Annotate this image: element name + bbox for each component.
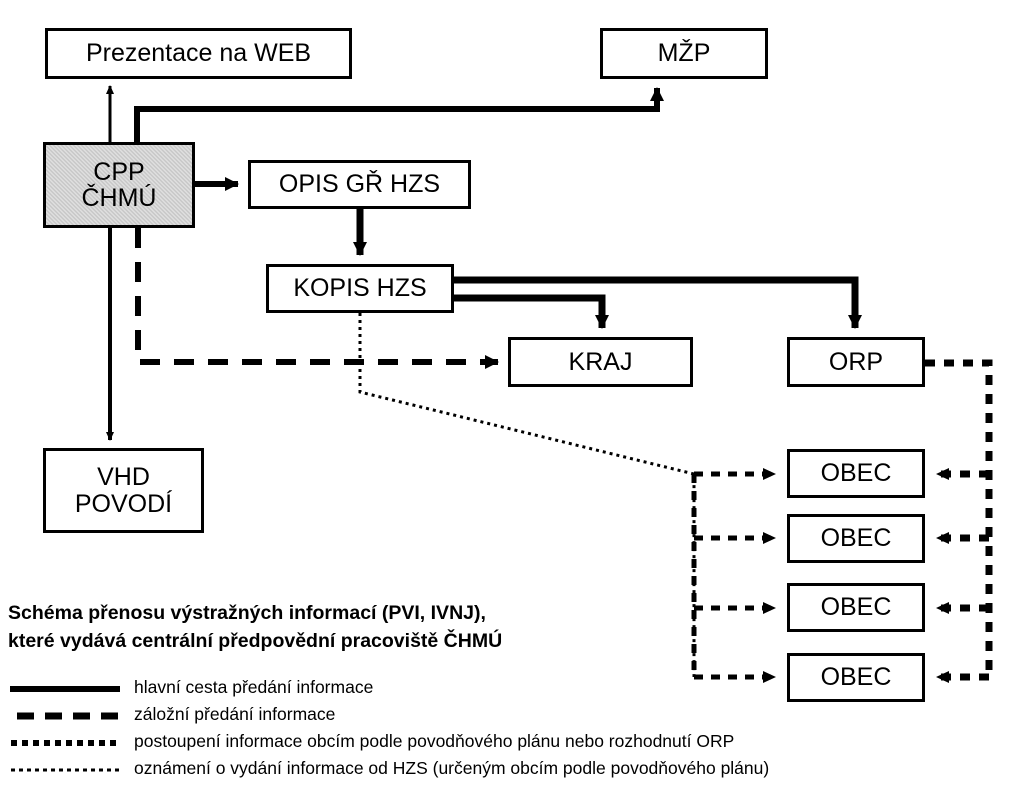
edge-orp-to-obecs xyxy=(925,359,993,683)
legend-row-dashed: záložní předání informace xyxy=(8,703,998,730)
node-label: OBEC xyxy=(820,459,892,488)
node-label: MŽP xyxy=(657,39,711,68)
node-mzp[interactable]: MŽP xyxy=(600,28,768,79)
node-label: CPP ČHMÚ xyxy=(81,157,157,212)
legend-label: postoupení informace obcím podle povodňo… xyxy=(134,731,735,751)
legend-key-dashed-line xyxy=(17,712,121,720)
edge-cpp-to-kraj-backup xyxy=(135,228,499,369)
node-label: KRAJ xyxy=(568,347,633,376)
node-label: KOPIS HZS xyxy=(293,274,427,303)
node-obec-1[interactable]: OBEC xyxy=(787,449,925,498)
legend: hlavní cesta předání informace záložní p… xyxy=(8,676,998,784)
edge-cpp-to-mzp xyxy=(134,87,664,142)
node-label: OBEC xyxy=(820,663,892,692)
node-prezentace-na-web[interactable]: Prezentace na WEB xyxy=(45,28,352,79)
node-orp[interactable]: ORP xyxy=(787,337,925,387)
node-kopis-hzs[interactable]: KOPIS HZS xyxy=(266,264,454,313)
node-vhd-povodi[interactable]: VHD POVODÍ xyxy=(43,448,204,533)
node-label: VHD POVODÍ xyxy=(74,463,173,518)
node-label: OPIS GŘ HZS xyxy=(278,170,441,199)
node-label: ORP xyxy=(828,347,884,376)
node-label: OBEC xyxy=(820,524,892,553)
edge-kopis-to-obec-notify xyxy=(358,313,776,683)
node-kraj[interactable]: KRAJ xyxy=(508,337,693,387)
legend-key-dotted-thin-line xyxy=(11,768,121,772)
legend-key-solid-line xyxy=(10,686,120,692)
legend-label: záložní předání informace xyxy=(134,704,336,724)
node-obec-4[interactable]: OBEC xyxy=(787,653,925,702)
node-label: Prezentace na WEB xyxy=(85,39,312,68)
diagram-caption: Schéma přenosu výstražných informací (PV… xyxy=(8,602,503,652)
edge-kopis-to-kraj xyxy=(454,294,609,329)
edge-kopis-to-orp xyxy=(454,276,862,329)
legend-label: hlavní cesta předání informace xyxy=(134,677,374,697)
node-obec-2[interactable]: OBEC xyxy=(787,514,925,563)
legend-key-dotted-thick-line xyxy=(11,740,121,746)
legend-row-dotted-thin: oznámení o vydání informace od HZS (urče… xyxy=(8,757,998,784)
legend-row-dotted-thick: postoupení informace obcím podle povodňo… xyxy=(8,730,998,757)
legend-label: oznámení o vydání informace od HZS (urče… xyxy=(134,758,770,778)
legend-row-solid: hlavní cesta předání informace xyxy=(8,676,998,703)
node-opis-gr-hzs[interactable]: OPIS GŘ HZS xyxy=(248,160,471,209)
node-cpp-chmu[interactable]: CPP ČHMÚ xyxy=(43,142,195,228)
node-obec-3[interactable]: OBEC xyxy=(787,583,925,632)
node-label: OBEC xyxy=(820,593,892,622)
